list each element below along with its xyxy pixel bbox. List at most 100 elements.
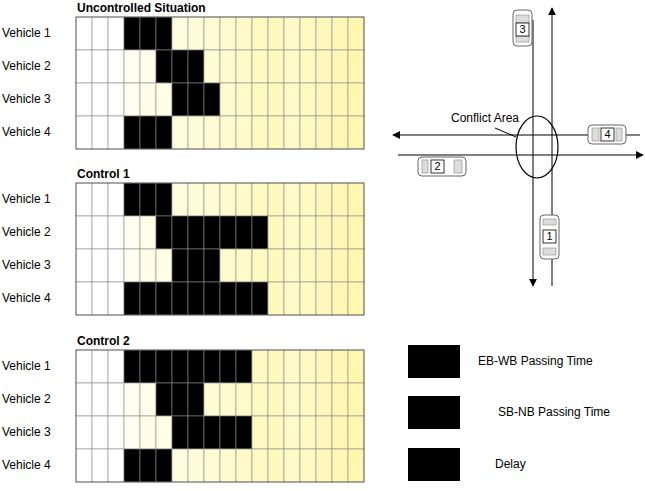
time-slot (268, 350, 284, 383)
time-slot-filled (236, 282, 252, 315)
time-slot (172, 183, 188, 216)
time-slot (348, 50, 364, 83)
time-slot-filled (140, 116, 156, 149)
time-slot (76, 83, 92, 116)
time-slot-filled (124, 282, 140, 315)
time-slot (268, 416, 284, 449)
time-slot-filled (252, 282, 268, 315)
time-slot-filled (172, 83, 188, 116)
time-slot (300, 249, 316, 282)
time-slot (188, 116, 204, 149)
time-slot (220, 183, 236, 216)
grid-heading: Control 2 (77, 335, 130, 348)
time-slot-filled (156, 383, 172, 416)
vehicle-label: Vehicle 1 (2, 193, 51, 206)
time-slot (284, 83, 300, 116)
time-slot-filled (220, 282, 236, 315)
time-slot (300, 416, 316, 449)
time-slot (348, 449, 364, 482)
time-slot (268, 282, 284, 315)
time-slot-filled (204, 350, 220, 383)
time-slot (252, 350, 268, 383)
time-slot (348, 116, 364, 149)
vehicle-label: Vehicle 4 (2, 459, 51, 472)
time-slot-filled (140, 282, 156, 315)
time-slot (188, 17, 204, 50)
time-slot (268, 249, 284, 282)
time-slot-filled (172, 216, 188, 249)
grid-heading: Uncontrolled Situation (77, 2, 206, 15)
time-slot (204, 116, 220, 149)
time-slot (76, 216, 92, 249)
time-slot (332, 449, 348, 482)
time-slot (108, 449, 124, 482)
time-slot (252, 83, 268, 116)
time-slot (124, 249, 140, 282)
time-slot (268, 50, 284, 83)
time-slot (332, 116, 348, 149)
time-slot (76, 449, 92, 482)
time-slot (108, 17, 124, 50)
time-slot-filled (124, 116, 140, 149)
time-slot-filled (156, 50, 172, 83)
time-slot (316, 383, 332, 416)
callout-number: 4 (601, 128, 614, 140)
time-slot-filled (204, 216, 220, 249)
time-slot-filled (156, 116, 172, 149)
time-slot (108, 116, 124, 149)
time-slot (252, 449, 268, 482)
time-slot (348, 383, 364, 416)
time-slot (348, 183, 364, 216)
time-slot (252, 116, 268, 149)
time-slot (316, 183, 332, 216)
vehicle-label: Vehicle 2 (2, 60, 51, 73)
time-slot (236, 449, 252, 482)
time-slot-filled (156, 350, 172, 383)
time-slot (156, 416, 172, 449)
time-slot (92, 183, 108, 216)
time-slot (348, 282, 364, 315)
callout-number: 1 (543, 230, 556, 242)
time-slot (76, 416, 92, 449)
time-slot-filled (140, 350, 156, 383)
legend-text: Delay (495, 458, 526, 471)
time-slot (316, 416, 332, 449)
time-slot-filled (140, 17, 156, 50)
time-slot-filled (188, 50, 204, 83)
time-slot (316, 116, 332, 149)
time-slot-filled (172, 50, 188, 83)
time-slot (140, 83, 156, 116)
time-slot (188, 449, 204, 482)
time-slot (220, 449, 236, 482)
time-slot (204, 449, 220, 482)
time-slot (284, 216, 300, 249)
time-slot (252, 416, 268, 449)
time-slot (220, 17, 236, 50)
time-slot (220, 83, 236, 116)
time-slot (76, 116, 92, 149)
time-slot (156, 249, 172, 282)
time-slot (140, 383, 156, 416)
time-slot (300, 17, 316, 50)
time-slot (316, 50, 332, 83)
vehicle-label: Vehicle 2 (2, 226, 51, 239)
time-slot (332, 183, 348, 216)
time-slot (140, 416, 156, 449)
time-slot (92, 350, 108, 383)
time-slot (76, 50, 92, 83)
time-slot (236, 50, 252, 83)
time-slot-filled (188, 383, 204, 416)
callout-number: 3 (516, 23, 529, 35)
vehicle-label: Vehicle 4 (2, 126, 51, 139)
time-slot (172, 449, 188, 482)
time-slot-filled (156, 183, 172, 216)
vehicle-label: Vehicle 3 (2, 93, 51, 106)
time-slot (284, 183, 300, 216)
time-slot (300, 383, 316, 416)
time-slot (348, 249, 364, 282)
time-slot (284, 282, 300, 315)
time-slot (236, 17, 252, 50)
grid-heading: Control 1 (77, 168, 130, 181)
time-slot (316, 350, 332, 383)
